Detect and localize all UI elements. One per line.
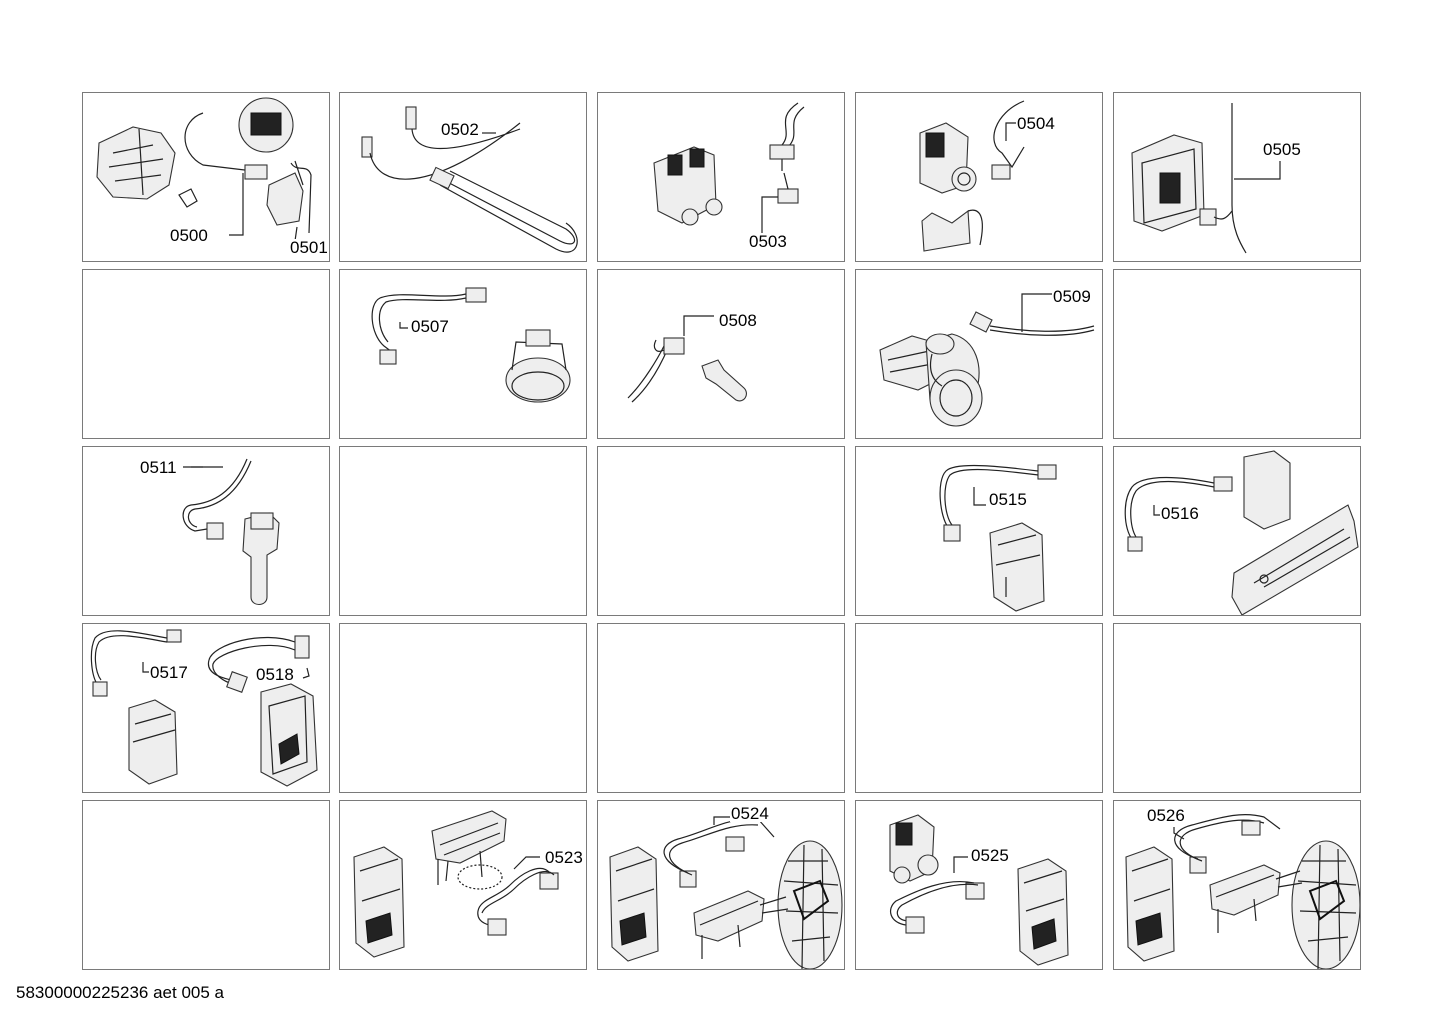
heating-element-illustration xyxy=(361,106,578,253)
harness-with-box-illustration xyxy=(939,464,1057,612)
part-number-label: 0508 xyxy=(718,311,758,330)
control-assembly-detail-illustration xyxy=(1125,814,1360,969)
part-number-label: 0515 xyxy=(988,490,1028,509)
part-number-label: 0525 xyxy=(970,846,1010,865)
part-number-label: 0524 xyxy=(730,804,770,823)
empty-cell xyxy=(1113,623,1361,793)
empty-cell xyxy=(339,623,587,793)
control-assembly-illustration xyxy=(353,810,559,958)
part-cell-0526: 0526 xyxy=(1113,800,1361,970)
part-number-label: 0507 xyxy=(410,317,450,336)
part-cell-0509: 0509 xyxy=(855,269,1103,439)
inlet-valve-illustration xyxy=(653,102,805,233)
temperature-sensor-illustration xyxy=(627,315,747,403)
control-module-illustration xyxy=(1131,103,1281,254)
part-number-label: 0526 xyxy=(1146,806,1186,825)
part-cell-0523: 0523 xyxy=(339,800,587,970)
valve-with-harness-illustration xyxy=(919,100,1025,252)
board-and-box-illustration xyxy=(1124,450,1359,615)
part-cell-0507: 0507 xyxy=(339,269,587,439)
part-number-label: 0503 xyxy=(748,232,788,251)
empty-cell xyxy=(82,269,330,439)
part-cell-0504: 0504 xyxy=(855,92,1103,262)
part-cell-0508: 0508 xyxy=(597,269,845,439)
document-id: 58300000225236 aet 005 a xyxy=(16,983,224,1002)
level-probe-illustration xyxy=(182,458,280,606)
control-assembly-detail-illustration xyxy=(609,816,843,969)
part-cell-0524: 0524 xyxy=(597,800,845,970)
empty-cell xyxy=(339,446,587,616)
part-number-label: 0516 xyxy=(1160,504,1200,523)
empty-cell xyxy=(82,800,330,970)
part-cell-0517-0518: 0517 0518 xyxy=(82,623,330,793)
part-cell-0525: 0525 xyxy=(855,800,1103,970)
part-number-label: 0523 xyxy=(544,848,584,867)
empty-cell xyxy=(597,446,845,616)
part-number-label: 0502 xyxy=(440,120,480,139)
part-number-label: 0501 xyxy=(289,238,329,257)
valve-and-module-illustration xyxy=(889,814,1069,966)
pump-motor-illustration xyxy=(96,97,312,242)
twin-harness-illustration xyxy=(90,629,318,787)
pressure-switch-illustration xyxy=(371,287,571,403)
part-number-label: 0511 xyxy=(139,458,178,477)
part-number-label: 0505 xyxy=(1262,140,1302,159)
part-number-label: 0509 xyxy=(1052,287,1092,306)
part-number-label: 0504 xyxy=(1016,114,1056,133)
part-number-label: 0517 xyxy=(149,663,189,682)
part-cell-0516: 0516 xyxy=(1113,446,1361,616)
part-cell-0500-0501: 0500 0501 xyxy=(82,92,330,262)
part-cell-0502: 0502 xyxy=(339,92,587,262)
empty-cell xyxy=(855,623,1103,793)
part-cell-0503: 0503 xyxy=(597,92,845,262)
part-cell-0515: 0515 xyxy=(855,446,1103,616)
empty-cell xyxy=(1113,269,1361,439)
part-cell-0511: 0511 xyxy=(82,446,330,616)
part-cell-0505: 0505 xyxy=(1113,92,1361,262)
drain-pump-illustration xyxy=(879,293,1095,427)
part-number-label: 0500 xyxy=(169,226,209,245)
empty-cell xyxy=(597,623,845,793)
part-number-label: 0518 xyxy=(255,665,295,684)
